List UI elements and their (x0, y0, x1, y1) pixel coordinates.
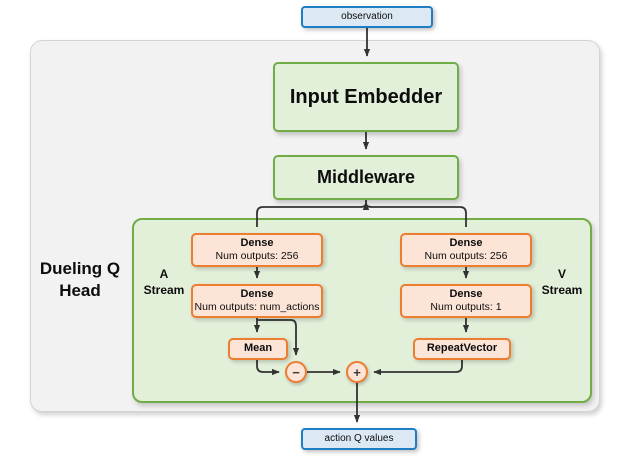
v-dense1-subtitle: Num outputs: 256 (424, 250, 508, 263)
v-dense1-title: Dense (449, 236, 483, 249)
input-embedder-label: Input Embedder (289, 85, 443, 108)
mean-node[interactable]: Mean (228, 338, 288, 360)
v-dense2-title: Dense (449, 287, 483, 300)
observation-node[interactable]: observation (301, 6, 433, 28)
a-stream-dense-num-actions-node[interactable]: Dense Num outputs: num_actions (191, 284, 323, 318)
dueling-q-head-label: Dueling Q Head (39, 259, 121, 301)
mean-label: Mean (243, 342, 273, 355)
repeat-vector-node[interactable]: RepeatVector (413, 338, 511, 360)
a-dense1-title: Dense (240, 236, 274, 249)
a-dense2-subtitle: Num outputs: num_actions (194, 301, 320, 314)
v-stream-dense-1-node[interactable]: Dense Num outputs: 1 (400, 284, 532, 318)
a-dense2-title: Dense (240, 287, 274, 300)
action-q-values-node[interactable]: action Q values (301, 428, 417, 450)
minus-symbol: − (292, 364, 300, 380)
input-embedder-node[interactable]: Input Embedder (273, 62, 459, 132)
v-dense2-subtitle: Num outputs: 1 (430, 301, 502, 314)
a-stream-label: A Stream (143, 267, 185, 297)
middleware-label: Middleware (316, 167, 416, 188)
middleware-node[interactable]: Middleware (273, 155, 459, 200)
repeat-vector-label: RepeatVector (426, 342, 498, 355)
add-operator-node[interactable]: + (346, 361, 368, 383)
a-stream-dense-256-node[interactable]: Dense Num outputs: 256 (191, 233, 323, 267)
plus-symbol: + (353, 364, 361, 380)
action-q-values-label: action Q values (324, 432, 394, 444)
observation-label: observation (341, 10, 393, 22)
v-stream-label: V Stream (541, 267, 583, 297)
a-dense1-subtitle: Num outputs: 256 (215, 250, 299, 263)
subtract-operator-node[interactable]: − (285, 361, 307, 383)
v-stream-dense-256-node[interactable]: Dense Num outputs: 256 (400, 233, 532, 267)
